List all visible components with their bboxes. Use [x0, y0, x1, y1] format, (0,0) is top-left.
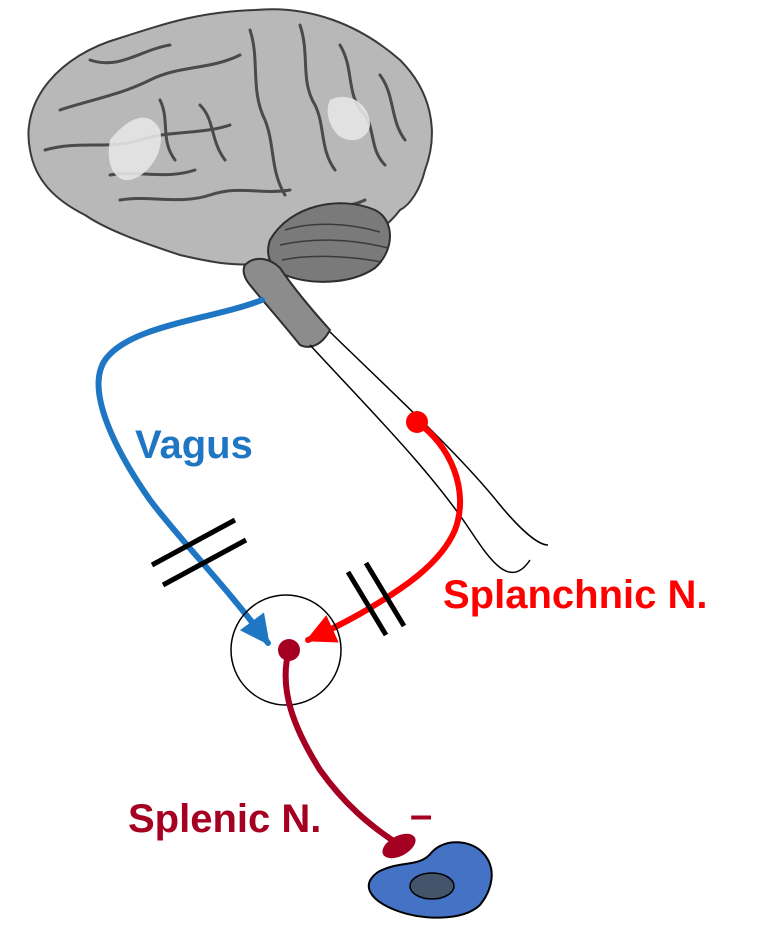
vagus-break-mark-1: [152, 520, 235, 565]
splanchnic-label: Splanchnic N.: [443, 573, 708, 617]
spinal-cord: [310, 332, 548, 572]
vagus-path: [99, 300, 268, 643]
splanchnic-path: [308, 422, 460, 640]
splanchnic-nerve: [308, 411, 460, 640]
brain-illustration: [28, 9, 431, 347]
cell-nucleus: [410, 873, 454, 899]
splenic-label: Splenic N.: [128, 797, 321, 841]
vagus-nerve: [99, 300, 268, 643]
splanchnic-break-mark-2: [366, 563, 404, 626]
inhibition-sign: –: [410, 793, 432, 837]
vagus-label: Vagus: [135, 423, 253, 467]
vagus-break-mark-2: [163, 540, 246, 585]
